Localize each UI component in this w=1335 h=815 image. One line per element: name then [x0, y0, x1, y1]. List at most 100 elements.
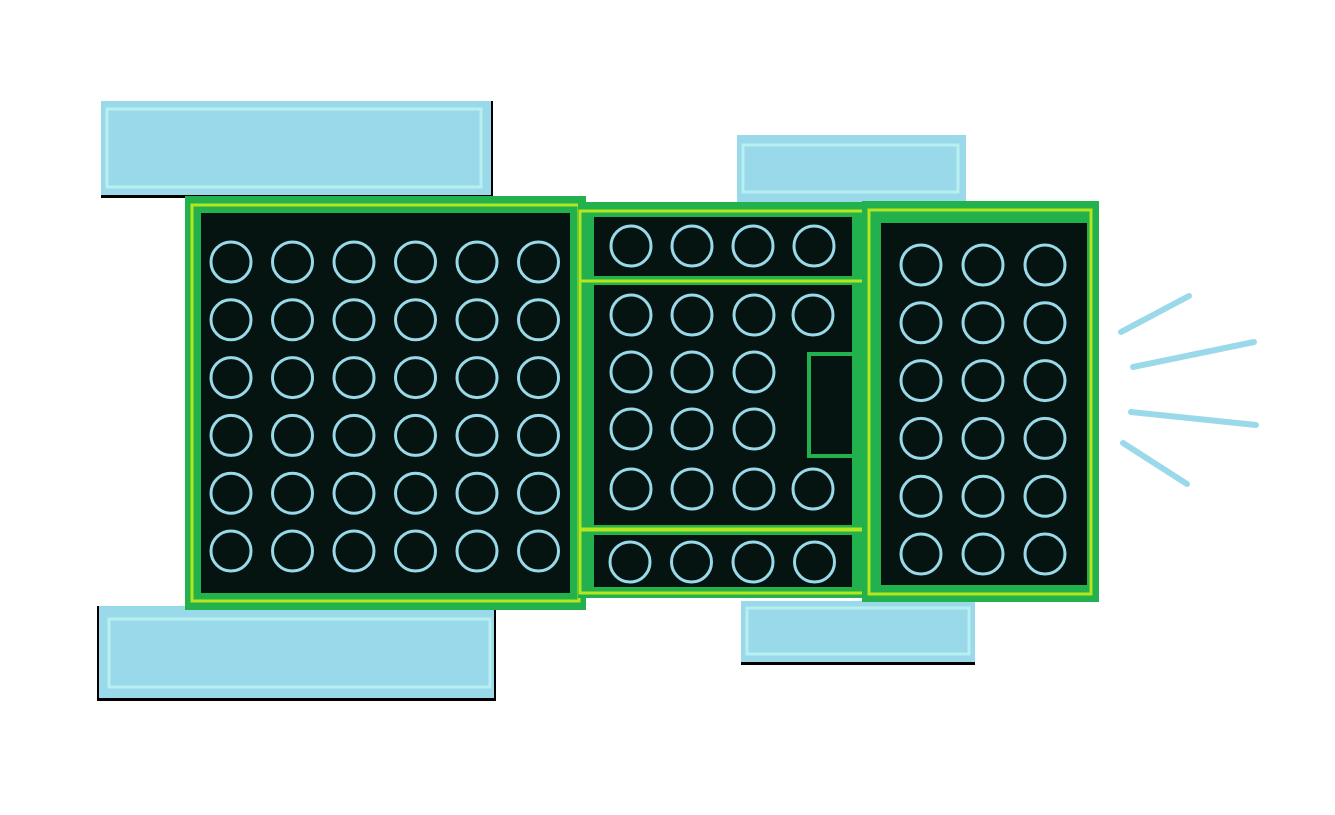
stud-icon [332, 413, 376, 457]
stud-icon [670, 224, 714, 268]
wheel-rim [105, 107, 483, 189]
rear-block [185, 196, 586, 610]
cabin-door [807, 352, 856, 458]
stud-icon [608, 540, 652, 584]
stud-icon [899, 243, 943, 287]
wheel-icon [741, 601, 975, 662]
stud-icon [209, 471, 253, 515]
stud-icon [271, 529, 314, 573]
motion-line [1118, 293, 1192, 335]
motion-line [1130, 339, 1257, 370]
stud-icon [899, 474, 943, 518]
stud-icon [609, 467, 653, 511]
wheel-front-bottom [741, 601, 975, 665]
stud-icon [899, 532, 943, 576]
stud-icon [731, 540, 775, 584]
stud-icon [961, 301, 1005, 345]
stud-icon [793, 540, 836, 584]
stud-icon [394, 298, 437, 342]
wheel-icon [101, 101, 491, 195]
stud-icon [670, 467, 714, 511]
stud-icon [670, 350, 714, 394]
stud-icon [961, 359, 1005, 403]
stud-icon [332, 529, 376, 573]
stud-icon [455, 298, 499, 342]
stud-icon [332, 298, 376, 342]
motion-line [1120, 440, 1190, 487]
stud-icon [732, 350, 776, 394]
stud-icon [271, 471, 314, 515]
wheel-rear-bottom [97, 606, 496, 701]
stud-icon [455, 240, 499, 284]
stud-icon [961, 243, 1005, 287]
stud-icon [731, 224, 775, 268]
stud-icon [209, 240, 253, 284]
stud-icon [1023, 243, 1067, 287]
stud-icon [394, 356, 437, 400]
motion-line [1128, 409, 1259, 428]
wheel-rim [745, 606, 971, 656]
stud-icon [271, 413, 314, 457]
stud-icon [209, 529, 253, 573]
wheel-front-top [737, 135, 966, 205]
stud-icon [271, 356, 314, 400]
stud-icon [332, 356, 376, 400]
stud-icon [609, 350, 653, 394]
stud-icon [455, 356, 499, 400]
stud-icon [961, 474, 1005, 518]
wheel-rim [741, 143, 960, 194]
stud-icon [394, 471, 437, 515]
stud-icon [271, 298, 314, 342]
stud-icon [455, 413, 499, 457]
stud-icon [899, 359, 943, 403]
stud-icon [332, 240, 376, 284]
wheel-rim [107, 617, 492, 689]
stud-icon [670, 540, 713, 584]
stud-icon [899, 416, 943, 460]
stud-icon [209, 356, 253, 400]
stud-icon [517, 471, 560, 515]
stud-icon [332, 471, 376, 515]
rear-block-panel [201, 213, 570, 593]
stud-icon [1023, 301, 1067, 345]
wheel-rear-top [101, 101, 493, 198]
stud-icon [517, 240, 560, 284]
stud-icon [1023, 474, 1067, 518]
stud-icon [961, 532, 1005, 576]
stud-icon [209, 413, 253, 457]
stud-icon [732, 293, 776, 337]
stud-icon [670, 293, 714, 337]
stud-icon [609, 293, 653, 337]
stud-icon [517, 298, 560, 342]
stud-icon [455, 529, 499, 573]
stud-icon [517, 413, 560, 457]
wheel-icon [99, 606, 494, 698]
stud-icon [791, 467, 835, 511]
stud-icon [791, 293, 835, 337]
stud-icon [517, 356, 560, 400]
stud-icon [517, 529, 560, 573]
stud-icon [609, 224, 653, 268]
stud-icon [394, 529, 437, 573]
stud-icon [961, 416, 1005, 460]
stud-icon [394, 240, 437, 284]
stud-icon [1023, 416, 1067, 460]
stud-icon [209, 298, 253, 342]
stud-icon [609, 407, 653, 451]
stud-icon [394, 413, 437, 457]
stud-icon [732, 467, 776, 511]
motion-lines-icon [1118, 293, 1259, 487]
stud-icon [732, 407, 776, 451]
stud-icon [899, 301, 943, 345]
stud-icon [670, 407, 714, 451]
studs [209, 224, 1067, 584]
stud-icon [271, 240, 314, 284]
stud-icon [1023, 359, 1067, 403]
front-block-panel [881, 223, 1087, 585]
stud-icon [792, 224, 836, 268]
stud-icon [1023, 532, 1067, 576]
front-block-trim [867, 208, 1093, 596]
stud-icon [455, 471, 499, 515]
